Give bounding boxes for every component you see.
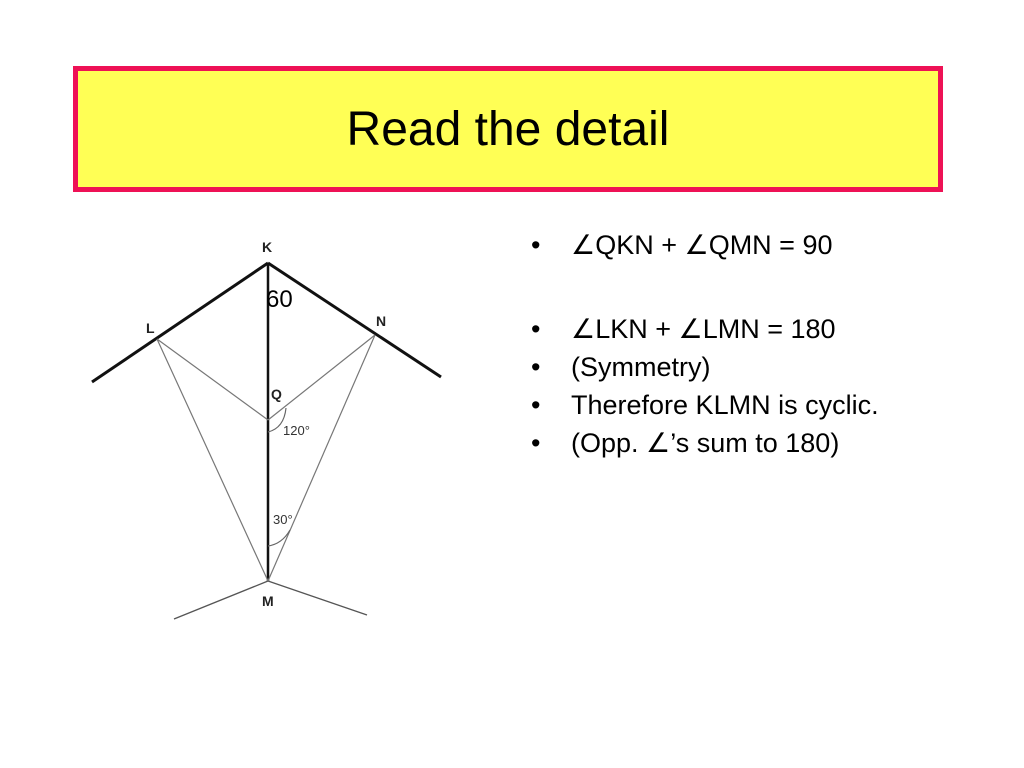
point-label-k: K	[262, 239, 272, 255]
bullet-item: ∠QKN + ∠QMN = 90	[527, 228, 967, 262]
bullet-item: ∠LKN + ∠LMN = 180	[527, 312, 967, 346]
bullet-item: (Opp. ∠’s sum to 180)	[527, 426, 967, 460]
bullet-item: (Symmetry)	[527, 350, 967, 384]
line-n-m	[267, 334, 376, 582]
title-box: Read the detail	[73, 66, 943, 192]
overlay-angle-value: 60	[266, 286, 293, 313]
slide-title: Read the detail	[346, 102, 670, 156]
line-m-left	[173, 580, 269, 620]
point-label-m: M	[262, 593, 274, 609]
bullet-list: ∠QKN + ∠QMN = 90 ∠LKN + ∠LMN = 180 (Symm…	[527, 228, 967, 460]
line-n-q	[267, 334, 376, 421]
angle-label-q: 120°	[283, 423, 310, 438]
point-label-n: N	[376, 313, 386, 329]
bullet-item: Therefore KLMN is cyclic.	[527, 388, 967, 422]
angle-arc-m	[267, 529, 291, 547]
point-label-l: L	[146, 320, 155, 336]
line-k-left	[91, 261, 269, 384]
angle-label-m: 30°	[273, 512, 293, 527]
angle-arc-q	[267, 407, 287, 433]
line-m-right	[267, 580, 368, 616]
point-label-q: Q	[271, 386, 282, 402]
line-l-m	[156, 338, 269, 582]
line-k-right	[267, 261, 442, 379]
line-l-q	[156, 338, 269, 421]
